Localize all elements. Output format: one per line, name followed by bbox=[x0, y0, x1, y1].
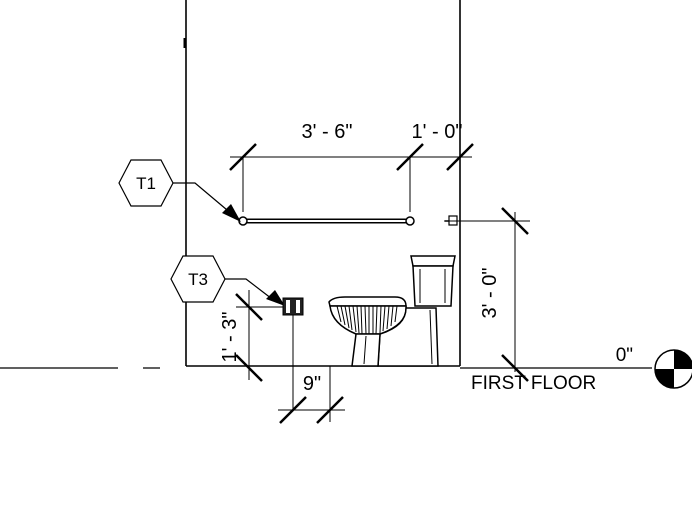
grab-bar-dimension: 3' - 6" 1' - 0" bbox=[229, 121, 474, 212]
grab-bar-offset-label: 1' - 0" bbox=[412, 121, 463, 143]
tag-t3-leader bbox=[225, 278, 277, 303]
level-elevation: 0" bbox=[616, 345, 633, 366]
toilet-tank bbox=[412, 265, 454, 307]
grab-bar-length-label: 3' - 6" bbox=[302, 121, 353, 143]
dimension-tick bbox=[501, 354, 529, 382]
tag-t1[interactable]: T1 bbox=[118, 159, 241, 222]
toilet-seat bbox=[328, 296, 407, 307]
pedestal-detail bbox=[363, 335, 367, 365]
paper-holder-detail bbox=[286, 300, 290, 313]
arrowhead-icon bbox=[222, 204, 241, 222]
tag-t1-label: T1 bbox=[136, 174, 156, 193]
dimension-tick bbox=[316, 396, 344, 424]
bowl-ribs bbox=[336, 305, 398, 335]
paper-height-label: 1' - 3" bbox=[219, 312, 241, 363]
bar-height-label: 3' - 0" bbox=[479, 268, 501, 319]
tag-t1-leader bbox=[173, 182, 234, 216]
paper-height-dimension: 1' - 3" bbox=[219, 290, 263, 382]
level-datum-quadrant-a bbox=[674, 350, 692, 369]
toilet-base bbox=[377, 307, 439, 367]
level-name: FIRST FLOOR bbox=[471, 373, 596, 394]
base-detail bbox=[429, 309, 433, 365]
tag-t3[interactable]: T3 bbox=[170, 255, 285, 306]
toilet-tank-lid bbox=[410, 255, 456, 267]
dimension-tick bbox=[501, 207, 529, 235]
arrowhead-icon bbox=[266, 290, 285, 306]
dimension-tick bbox=[235, 293, 263, 321]
level-datum-quadrant-b bbox=[655, 369, 674, 388]
level-marker: 0" FIRST FLOOR bbox=[471, 345, 692, 394]
dimension-tick bbox=[279, 396, 307, 424]
paper-offset-dimension: 9" bbox=[278, 366, 345, 424]
toilet bbox=[328, 255, 456, 367]
toilet-paper-holder bbox=[236, 297, 304, 410]
dimension-tick bbox=[235, 354, 263, 382]
grab-bar-end bbox=[405, 216, 415, 226]
dimension-tick bbox=[446, 143, 474, 171]
tag-t3-label: T3 bbox=[188, 270, 208, 289]
grab-bar bbox=[238, 215, 458, 226]
dimension-tick bbox=[396, 143, 424, 171]
paper-offset-label: 9" bbox=[303, 373, 321, 395]
bar-height-dimension: 3' - 0" bbox=[444, 207, 530, 382]
toilet-pedestal bbox=[351, 333, 381, 367]
paper-holder-detail bbox=[296, 300, 300, 313]
dimension-tick bbox=[229, 143, 257, 171]
